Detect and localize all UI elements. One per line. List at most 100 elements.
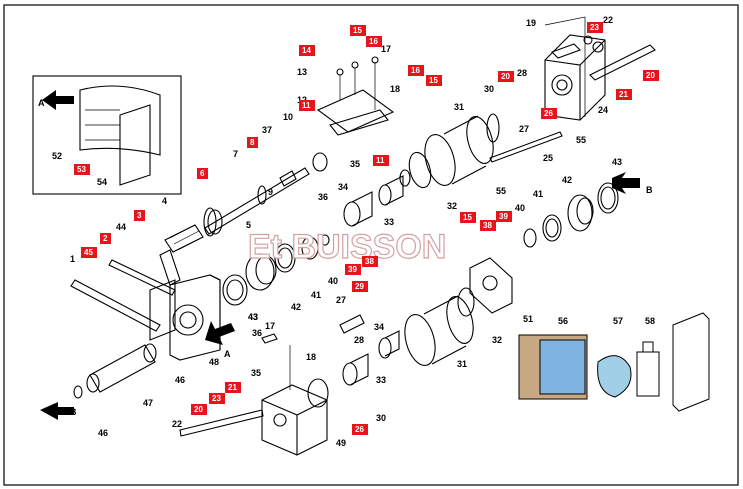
part-number-label: 32 xyxy=(492,335,502,345)
part-number-label: 58 xyxy=(645,316,655,326)
part-number-label: 22 xyxy=(172,419,182,429)
upper-piston-stack xyxy=(343,169,411,227)
part-number-label: 17 xyxy=(265,321,275,331)
part-number-label: 41 xyxy=(311,290,321,300)
highlighted-part-badge xyxy=(81,247,97,258)
highlighted-part-number: 2 xyxy=(103,234,108,243)
highlighted-part-badge xyxy=(496,211,512,222)
highlighted-part-badge xyxy=(299,45,315,56)
arrow-a-center-icon xyxy=(205,321,235,345)
part-number-label: 18 xyxy=(390,84,400,94)
part-number-label: 48 xyxy=(209,357,219,367)
part-number-label: 28 xyxy=(517,68,527,78)
part-number-label: 56 xyxy=(558,316,568,326)
arrow-a-inset-icon xyxy=(42,90,74,110)
part-number-label: 27 xyxy=(519,124,529,134)
part-number-label: 22 xyxy=(603,15,613,25)
highlighted-part-number: 6 xyxy=(200,169,205,178)
rod-25 xyxy=(489,131,563,163)
part-number-label: 9 xyxy=(268,187,273,197)
outer-frame xyxy=(3,4,739,486)
highlighted-part-number: 39 xyxy=(348,265,357,274)
highlighted-part-badge xyxy=(299,100,315,111)
part-number-label: 28 xyxy=(354,335,364,345)
highlighted-part-badge xyxy=(74,164,90,175)
end-block-bottom xyxy=(179,333,329,456)
highlighted-part-badge xyxy=(541,108,557,119)
label-b-right: B xyxy=(646,185,653,195)
highlighted-part-badge xyxy=(209,393,225,404)
part-number-label: 30 xyxy=(484,84,494,94)
part-number-label: 42 xyxy=(562,175,572,185)
highlighted-part-badge xyxy=(197,168,208,179)
valve-plate xyxy=(316,56,395,136)
part-number-label: 49 xyxy=(336,438,346,448)
highlighted-part-number: 38 xyxy=(483,221,492,230)
part-number-label: 32 xyxy=(447,201,457,211)
highlighted-part-badge xyxy=(587,22,603,33)
highlighted-part-badge xyxy=(352,424,368,435)
oil-bottle-icon xyxy=(636,351,660,397)
highlighted-part-badge xyxy=(345,264,361,275)
highlighted-part-badge xyxy=(373,155,389,166)
part-number-label: 52 xyxy=(52,151,62,161)
highlighted-part-number: 11 xyxy=(376,156,385,165)
accessory-items xyxy=(518,312,710,412)
highlighted-part-number: 21 xyxy=(228,383,237,392)
highlighted-part-number: 15 xyxy=(429,76,438,85)
right-ring-set xyxy=(523,182,619,248)
arrow-b-right-icon xyxy=(612,172,640,194)
part-number-label: 1 xyxy=(70,254,75,264)
part-number-label: 42 xyxy=(291,302,301,312)
part-number-label: 55 xyxy=(496,186,506,196)
part-number-label: 37 xyxy=(262,125,272,135)
part-number-label: 10 xyxy=(283,112,293,122)
part-number-label: 13 xyxy=(297,67,307,77)
highlighted-part-badge xyxy=(426,75,442,86)
handle-cylinder xyxy=(73,343,157,399)
grease-bag-icon xyxy=(597,355,632,398)
part-number-label: 4 xyxy=(162,196,167,206)
part-number-label: 36 xyxy=(252,328,262,338)
highlighted-part-number: 20 xyxy=(194,405,203,414)
highlighted-part-number: 39 xyxy=(499,212,508,221)
part-number-label: 35 xyxy=(251,368,261,378)
highlighted-part-number: 23 xyxy=(590,23,599,32)
part-number-label: 17 xyxy=(381,44,391,54)
upper-shaft-assembly xyxy=(203,152,328,237)
highlighted-part-badge xyxy=(408,65,424,76)
lower-piston-stack xyxy=(339,314,400,386)
highlighted-part-badge xyxy=(191,404,207,415)
highlighted-part-badge xyxy=(100,233,111,244)
highlighted-part-badge xyxy=(362,256,378,267)
callout-layer: 1457910121317181922242527283031323334353… xyxy=(52,15,659,448)
highlighted-part-number: 20 xyxy=(646,71,655,80)
highlighted-part-number: 16 xyxy=(369,37,378,46)
part-number-label: 54 xyxy=(97,177,107,187)
highlighted-part-number: 20 xyxy=(501,72,510,81)
highlighted-part-number: 53 xyxy=(77,165,86,174)
highlighted-part-badge xyxy=(498,71,514,82)
part-number-label: 47 xyxy=(143,398,153,408)
upper-cylinder xyxy=(408,113,500,189)
part-number-label: 57 xyxy=(613,316,623,326)
inset-detail-box: A xyxy=(32,75,182,195)
highlighted-part-number: 29 xyxy=(355,282,364,291)
highlighted-part-number: 38 xyxy=(365,257,374,266)
highlighted-part-number: 15 xyxy=(353,26,362,35)
highlighted-part-badge xyxy=(616,89,632,100)
highlighted-part-number: 8 xyxy=(250,138,255,147)
highlighted-part-number: 16 xyxy=(411,66,420,75)
flange-plate xyxy=(469,257,513,314)
highlighted-part-number: 11 xyxy=(302,101,311,110)
highlighted-part-number: 14 xyxy=(302,46,311,55)
part-number-label: 46 xyxy=(98,428,108,438)
label-a-inset: A xyxy=(38,98,45,108)
watermark-text: Et BUISSON xyxy=(248,228,446,266)
part-number-label: 43 xyxy=(612,157,622,167)
label-a-center: A xyxy=(224,349,231,359)
highlighted-part-badge xyxy=(352,281,368,292)
part-number-label: 27 xyxy=(336,295,346,305)
